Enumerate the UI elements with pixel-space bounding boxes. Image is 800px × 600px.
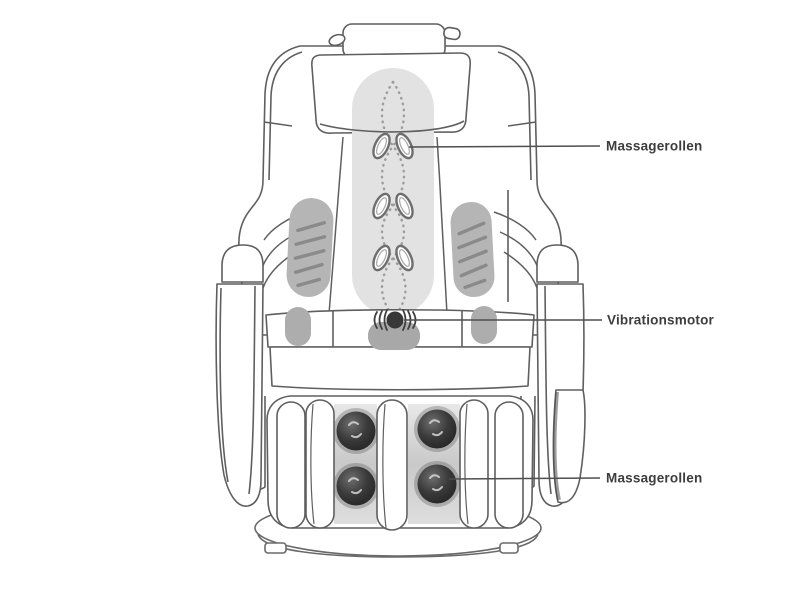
footrest-column-right — [494, 401, 524, 529]
back-roller-pair-lower — [372, 244, 414, 272]
foot-massage-rollers — [333, 406, 460, 509]
foot-roller-ball — [336, 466, 376, 506]
armrest-left — [215, 244, 266, 507]
armrest-left-top — [221, 244, 264, 283]
backrest-panel-seams — [328, 136, 448, 315]
seat-pad-right — [471, 306, 497, 344]
footrest — [266, 395, 534, 531]
spine-track — [319, 68, 465, 318]
roller-track-dotted-path — [380, 80, 407, 318]
airbag-pad-left — [286, 198, 334, 297]
footrest-divider-left — [305, 399, 335, 529]
back-roller-pair-middle — [372, 192, 414, 220]
armrest-right-top — [536, 244, 579, 283]
leader-line-foot-rollers — [448, 477, 601, 480]
label-vibration-motor: Vibrationsmotor — [607, 312, 715, 328]
airbag-pad-right — [450, 201, 495, 297]
vibration-motor-dot — [386, 311, 404, 329]
back-roller-pair-top — [372, 132, 414, 160]
armrest-right — [520, 244, 586, 507]
label-foot-massage-rollers: Massagerollen — [606, 470, 703, 486]
foot-roller-ball — [417, 464, 457, 504]
footrest-column-left — [276, 401, 306, 529]
leader-line-back-rollers — [408, 145, 601, 148]
footrest-divider-center — [376, 399, 408, 531]
foot-roller-ball — [417, 409, 457, 449]
shoulder-airbag-pads — [286, 198, 495, 297]
foot-roller-ball — [336, 411, 376, 451]
back-massage-rollers — [372, 132, 414, 272]
footrest-divider-right — [459, 399, 489, 529]
seat-pad-left — [285, 307, 311, 346]
label-back-massage-rollers: Massagerollen — [606, 138, 703, 154]
callout-leader-lines — [404, 145, 602, 480]
